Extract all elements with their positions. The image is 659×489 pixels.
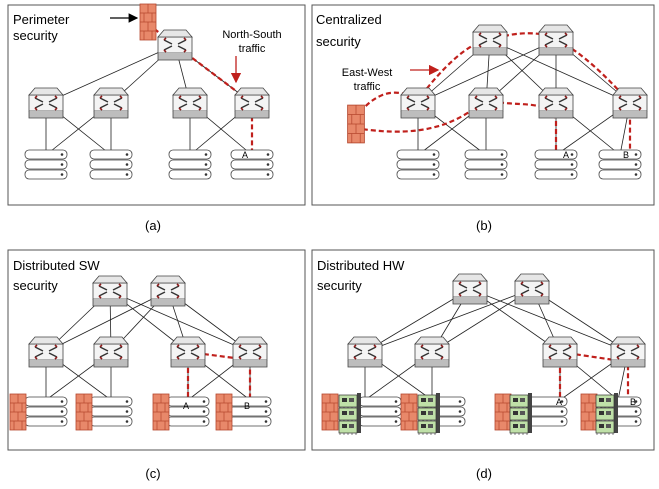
switch-icon: [232, 336, 268, 368]
panel-d-caption: (d): [476, 466, 492, 481]
switch-icon: [92, 275, 128, 307]
panel-b-annotation-line1: East-West: [342, 67, 393, 79]
server-label-a: A: [183, 401, 189, 411]
panel-c: Distributed SW security A B (c): [7, 249, 306, 481]
firewall-icon: [75, 393, 93, 431]
server-rack-icon: [598, 149, 642, 180]
panel-b-title-line1: Centralized: [316, 12, 382, 27]
panel-a-annotation-line1: North-South: [222, 29, 281, 41]
nic-card-icon: [417, 420, 437, 436]
panel-b-caption: (b): [476, 218, 492, 233]
panel-a: Perimeter security North-South traffic A…: [7, 3, 306, 233]
firewall-icon: [580, 393, 598, 431]
switch-icon: [542, 336, 578, 368]
firewall-icon: [9, 393, 27, 431]
nic-card-icon: [509, 394, 529, 410]
nic-card-icon: [509, 407, 529, 423]
nic-card-stack: [417, 393, 440, 436]
nic-card-icon: [417, 407, 437, 423]
nic-card-stack: [595, 393, 618, 436]
switch-icon: [612, 87, 648, 119]
nic-card-icon: [338, 407, 358, 423]
server-label-a: A: [556, 397, 562, 407]
server-label-b: B: [244, 401, 250, 411]
switch-icon: [400, 87, 436, 119]
firewall-icon: [139, 3, 157, 41]
nic-card-icon: [595, 407, 615, 423]
switch-icon: [172, 87, 208, 119]
nic-card-icon: [595, 394, 615, 410]
server-rack-icon: [89, 149, 133, 180]
switch-icon: [538, 87, 574, 119]
server-rack-icon: [24, 396, 68, 427]
server-label-a: A: [242, 150, 248, 160]
panel-c-title-line1: Distributed SW: [13, 258, 100, 273]
panel-d-title-line2: security: [317, 278, 362, 293]
traffic-path: [186, 350, 252, 398]
panel-b: Centralized security East-West traffic A…: [311, 4, 655, 233]
panel-d-links: [364, 288, 629, 401]
firewall-icon: [321, 393, 339, 431]
switch-icon: [170, 336, 206, 368]
switch-icon: [28, 87, 64, 119]
server-rack-icon: [168, 149, 212, 180]
panel-a-annotation-line2: traffic: [239, 43, 266, 55]
switch-icon: [468, 87, 504, 119]
panel-a-title-line1: Perimeter: [13, 12, 70, 27]
switch-icon: [157, 29, 193, 61]
nic-card-stack: [338, 393, 361, 436]
server-label-b: B: [623, 150, 629, 160]
switch-icon: [514, 273, 550, 305]
panel-c-title-line2: security: [13, 278, 58, 293]
server-rack-icon: [464, 149, 508, 180]
nic-card-icon: [338, 394, 358, 410]
server-label-b: B: [630, 397, 636, 407]
switch-icon: [452, 273, 488, 305]
switch-icon: [414, 336, 450, 368]
firewall-icon: [152, 393, 170, 431]
nic-card-icon: [595, 420, 615, 436]
server-rack-icon: [358, 396, 402, 427]
server-rack-icon: [89, 396, 133, 427]
panel-a-title-line2: security: [13, 28, 58, 43]
firewall-icon: [347, 104, 365, 144]
panel-c-caption: (c): [145, 466, 160, 481]
switch-icon: [472, 24, 508, 56]
switch-icon: [234, 87, 270, 119]
nic-card-stack: [509, 393, 532, 436]
switch-icon: [610, 336, 646, 368]
panel-d-title-line1: Distributed HW: [317, 258, 405, 273]
server-rack-icon: [534, 149, 578, 180]
server-label-a: A: [563, 150, 569, 160]
firewall-icon: [494, 393, 512, 431]
switch-icon: [93, 87, 129, 119]
server-rack-icon: [396, 149, 440, 180]
nic-card-icon: [509, 420, 529, 436]
panel-a-links: [45, 44, 253, 156]
switch-icon: [150, 275, 186, 307]
nic-card-icon: [338, 420, 358, 436]
switch-icon: [538, 24, 574, 56]
switch-icon: [93, 336, 129, 368]
firewall-icon: [215, 393, 233, 431]
server-rack-icon: [230, 149, 274, 180]
panel-b-title-line2: security: [316, 34, 361, 49]
server-rack-icon: [24, 149, 68, 180]
panel-d: Distributed HW security A B (d): [311, 249, 655, 481]
firewall-icon: [400, 393, 418, 431]
switch-icon: [347, 336, 383, 368]
panel-a-caption: (a): [145, 218, 161, 233]
switch-icon: [28, 336, 64, 368]
panel-b-annotation-line2: traffic: [354, 81, 381, 93]
nic-card-icon: [417, 394, 437, 410]
